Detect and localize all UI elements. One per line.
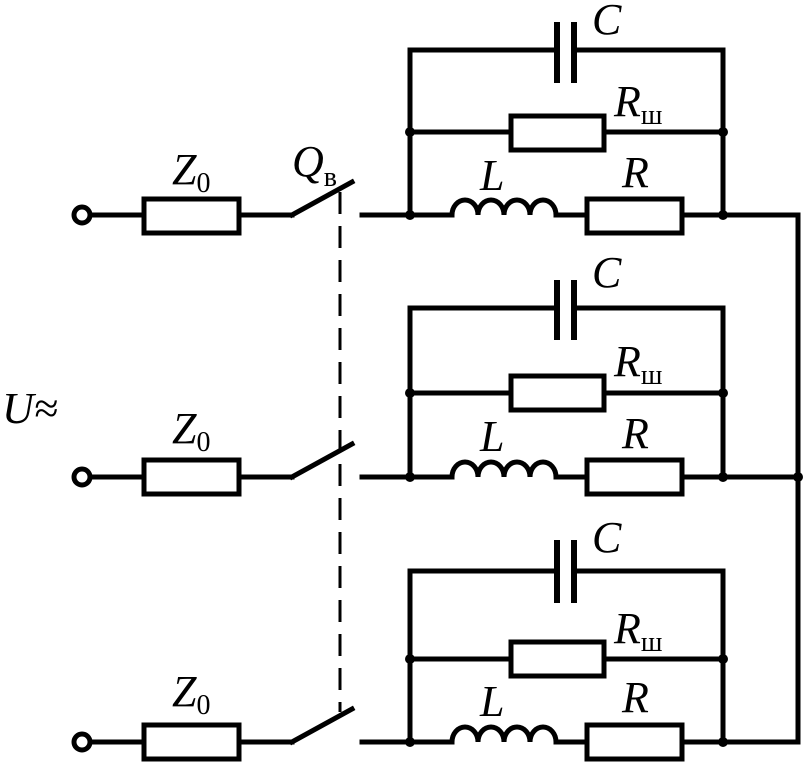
c-label-3: C	[592, 513, 622, 562]
switch-blade-2	[288, 440, 356, 481]
impedance-z0-1	[141, 196, 242, 236]
impedance-z0-3	[141, 722, 242, 762]
l-label-1: L	[479, 151, 504, 200]
junction-dot	[718, 654, 728, 664]
r-label-2: R	[621, 409, 649, 458]
inductor-l-1	[449, 197, 559, 218]
c-label-2: C	[592, 248, 622, 297]
resistor-r-3	[584, 722, 685, 762]
switch-blade-1	[288, 178, 356, 219]
r-label-1: R	[621, 148, 649, 197]
junction-dot	[718, 210, 728, 220]
c-label-1: C	[592, 0, 622, 44]
phase-1: Z0 L R Rш C	[71, 0, 801, 236]
r-label-3: R	[621, 673, 649, 722]
junction-dot	[405, 127, 415, 137]
resistor-r-2	[584, 457, 685, 497]
z0-label-3: Z0	[172, 667, 210, 721]
switch-label: Qв	[292, 137, 337, 193]
switch-label-main: Q	[292, 137, 324, 186]
resistor-rsh-3	[508, 639, 607, 679]
resistor-r-1	[584, 196, 685, 236]
junction-dot	[718, 127, 728, 137]
source-label: U≈	[2, 384, 58, 433]
switch-label-sub: в	[324, 162, 337, 193]
junction-dot	[405, 388, 415, 398]
junction-dot	[405, 737, 415, 747]
resistor-rsh-2	[508, 373, 607, 413]
junction-dot	[405, 210, 415, 220]
junction-dot	[405, 472, 415, 482]
resistor-rsh-1	[508, 113, 607, 153]
rsh-label-3: Rш	[613, 604, 663, 658]
z0-label-2: Z0	[172, 404, 210, 458]
junction-dot	[718, 388, 728, 398]
phase-2: Z0 L R Rш C	[71, 248, 803, 497]
impedance-z0-2	[141, 457, 242, 497]
inductor-l-2	[449, 459, 559, 480]
l-label-2: L	[479, 412, 504, 461]
z0-label-1: Z0	[172, 145, 210, 199]
phase-3: Z0 L R Rш C	[71, 513, 801, 762]
junction-dot	[405, 654, 415, 664]
rsh-label-1: Rш	[613, 77, 663, 131]
junction-dot	[718, 472, 728, 482]
l-label-3: L	[479, 677, 504, 726]
junction-dot	[718, 737, 728, 747]
rsh-label-2: Rш	[613, 337, 663, 391]
switch-blade-3	[288, 705, 356, 746]
inductor-l-3	[449, 724, 559, 745]
